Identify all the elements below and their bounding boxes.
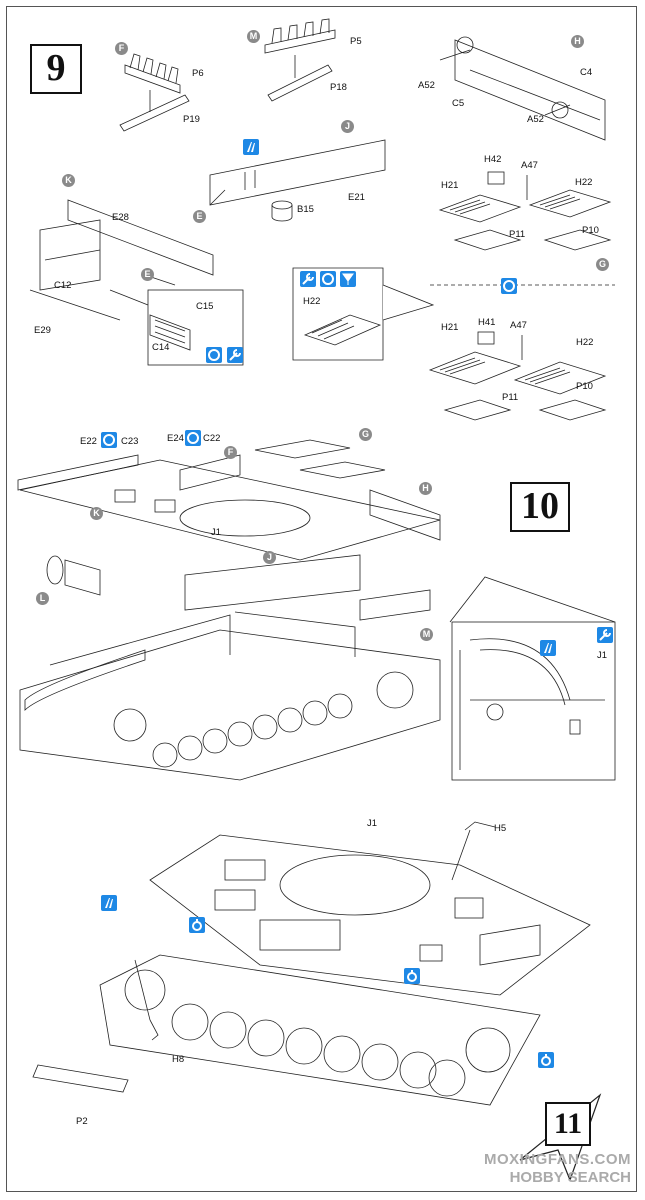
label-h21-upper: H21: [441, 180, 459, 191]
label-p5: P5: [350, 36, 362, 47]
label-p10-lower: P10: [576, 381, 593, 392]
label-a52-left: A52: [418, 80, 435, 91]
label-a47-lower: A47: [510, 320, 527, 331]
subassembly-badge-f-2: F: [224, 446, 237, 459]
label-p11-lower: P11: [502, 392, 519, 403]
part-e28-drawing: [29, 199, 214, 321]
step11-hull: [149, 834, 591, 996]
bend-icon: [206, 347, 222, 363]
part-p18-drawing: [267, 64, 333, 102]
label-h22-upper: H22: [575, 177, 593, 188]
step10-hull-roof: [17, 439, 441, 561]
tool-icon: [300, 271, 316, 287]
subassembly-badge-e-2: E: [141, 268, 154, 281]
label-e22: E22: [80, 436, 97, 447]
tool-icon: [597, 627, 613, 643]
label-p10-upper: P10: [582, 225, 599, 236]
drill-icon: [538, 1052, 554, 1068]
label-e28: E28: [112, 212, 129, 223]
part-c4-drawing: [439, 36, 606, 141]
bend-icon: [185, 430, 201, 446]
label-c12: C12: [54, 280, 72, 291]
label-h8: H8: [172, 1054, 185, 1065]
label-c15: C15: [196, 301, 214, 312]
subassembly-badge-j: J: [341, 120, 354, 133]
label-h42: H42: [484, 154, 502, 165]
step10-hull-chassis: [19, 611, 441, 781]
step-number-11: 11: [545, 1102, 591, 1146]
label-c22: C22: [203, 433, 221, 444]
bend-icon: [101, 432, 117, 448]
label-c4: C4: [580, 67, 593, 78]
part-p6-drawing: [124, 53, 181, 94]
subassembly-badge-m-2: M: [420, 628, 433, 641]
step10-rear-hatch: [46, 555, 101, 596]
drill-icon: [189, 917, 205, 933]
label-a47-upper: A47: [521, 160, 538, 171]
step10-side-plate: [184, 554, 431, 621]
subassembly-badge-g-2: G: [359, 428, 372, 441]
bend-icon: [320, 271, 336, 287]
subassembly-badge-f: F: [115, 42, 128, 55]
label-c14: C14: [152, 342, 170, 353]
glue-icon: [101, 895, 117, 911]
subassembly-badge-j-2: J: [263, 551, 276, 564]
label-j1-step10: J1: [211, 527, 222, 538]
label-e21: E21: [348, 192, 365, 203]
part-e21-drawing: [209, 139, 386, 222]
part-h8-drawing: [149, 1019, 159, 1041]
label-j1-zoom: J1: [597, 650, 608, 661]
label-p2: P2: [76, 1116, 88, 1127]
glue-icon: [243, 139, 259, 155]
subassembly-badge-h: H: [571, 35, 584, 48]
tool-icon: [227, 347, 243, 363]
label-p18: P18: [330, 82, 347, 93]
step-number-9: 9: [30, 44, 82, 94]
step-number-10: 10: [510, 482, 570, 532]
label-h41: H41: [478, 317, 496, 328]
drill-icon: [404, 968, 420, 984]
part-h5-drawing: [464, 821, 496, 831]
watermark-site: MOXINGFANS.COM: [483, 1151, 631, 1168]
step10-roadwheels: [113, 671, 414, 768]
subassembly-badge-e: E: [193, 210, 206, 223]
step11-track: [99, 954, 541, 1106]
label-e24: E24: [167, 433, 184, 444]
step10-track: [24, 649, 146, 711]
label-b15: B15: [297, 204, 314, 215]
glue-icon: [540, 640, 556, 656]
label-h22-callout: H22: [303, 296, 321, 307]
label-h22-lower: H22: [576, 337, 594, 348]
label-e29: E29: [34, 325, 51, 336]
label-j1-step11: J1: [367, 818, 378, 829]
label-p6: P6: [192, 68, 204, 79]
label-c5: C5: [452, 98, 465, 109]
page-frame: [6, 6, 637, 1192]
label-h5: H5: [494, 823, 507, 834]
label-p11-upper: P11: [509, 229, 526, 240]
label-h21-lower: H21: [441, 322, 459, 333]
subassembly-badge-k: K: [62, 174, 75, 187]
step11-roadwheels: [124, 969, 511, 1097]
subassembly-badge-k-2: K: [90, 507, 103, 520]
part-grilles-lower: [428, 331, 607, 421]
subassembly-badge-m: M: [247, 30, 260, 43]
part-p19-drawing: [119, 94, 190, 132]
subassembly-badge-l: L: [36, 592, 49, 605]
label-p19: P19: [183, 114, 200, 125]
subassembly-badge-h-2: H: [419, 482, 432, 495]
part-grilles-upper: [438, 171, 612, 251]
label-c23: C23: [121, 436, 139, 447]
label-a52-right: A52: [527, 114, 544, 125]
part-p2-drawing: [32, 1064, 129, 1093]
watermark-brand: HOBBY SEARCH: [509, 1169, 631, 1186]
cut-icon: [340, 271, 356, 287]
subassembly-badge-g: G: [596, 258, 609, 271]
bend-icon: [501, 278, 517, 294]
part-p5-drawing: [264, 18, 336, 54]
